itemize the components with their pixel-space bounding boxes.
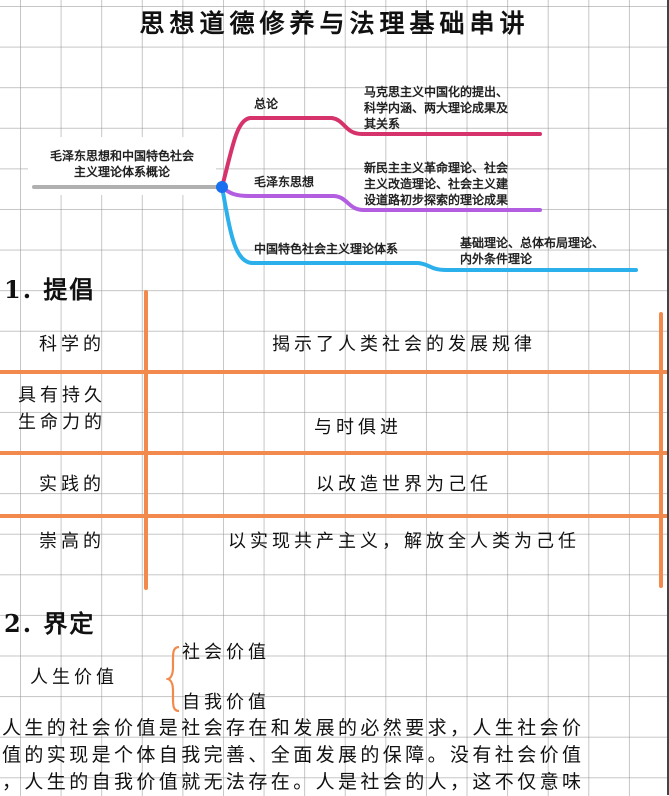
table-row-left: 具有持久 生命力的 — [18, 385, 106, 433]
table-row-right: 揭示了人类社会的发展规律 — [272, 334, 536, 355]
definition-paragraph: 人生的社会价值是社会存在和发展的必然要求，人生社会价 值的实现是个体自我完善、全… — [2, 717, 585, 793]
branch-social-value: 社会价值 — [182, 642, 270, 663]
mindmap-detail-general[interactable]: 马克思主义中国化的提出、 科学内涵、两大理论成果及 其关系 — [364, 85, 509, 131]
term-life-value: 人生价值 — [30, 667, 118, 688]
mindmap-detail-socialism-theory[interactable]: 基础理论、总体布局理论、 内外条件理论 — [460, 236, 605, 266]
page-title: 思想道德修养与法理基础串讲 — [139, 9, 530, 38]
mindmap-branch-mao-thought[interactable]: 毛泽东思想 — [254, 175, 315, 189]
mindmap-branch-general[interactable]: 总论 — [254, 97, 279, 111]
page-edge — [667, 0, 669, 795]
mindmap-connectors — [32, 116, 638, 272]
curly-brace-icon — [166, 645, 180, 713]
table-row-divider — [0, 451, 667, 455]
table-border-right — [659, 312, 663, 588]
section1-heading: 1. 提倡 — [4, 275, 96, 304]
table-divider-vertical — [144, 290, 148, 590]
table-row-right: 以改造世界为己任 — [316, 474, 492, 495]
table-row-right: 以实现共产主义，解放全人类为己任 — [228, 531, 580, 552]
table-row-divider — [0, 514, 667, 518]
table-row-divider — [0, 370, 667, 374]
mindmap-branch-socialism-theory[interactable]: 中国特色社会主义理论体系 — [254, 242, 399, 256]
table-row-right: 与时俱进 — [314, 417, 402, 438]
branch-self-value: 自我价值 — [182, 692, 270, 713]
mindmap-root-topic[interactable]: 毛泽东思想和中国特色社会 主义理论体系概论 — [49, 149, 194, 179]
mindmap-detail-mao-thought[interactable]: 新民主主义革命理论、社会 主义改造理论、社会主义建 设道路初步探索的理论成果 — [364, 161, 509, 207]
table-row-left: 实践的 — [39, 474, 105, 495]
table-row-left: 科学的 — [39, 334, 105, 355]
section2-heading: 2. 界定 — [4, 609, 96, 638]
table-row-left: 崇高的 — [39, 531, 105, 552]
